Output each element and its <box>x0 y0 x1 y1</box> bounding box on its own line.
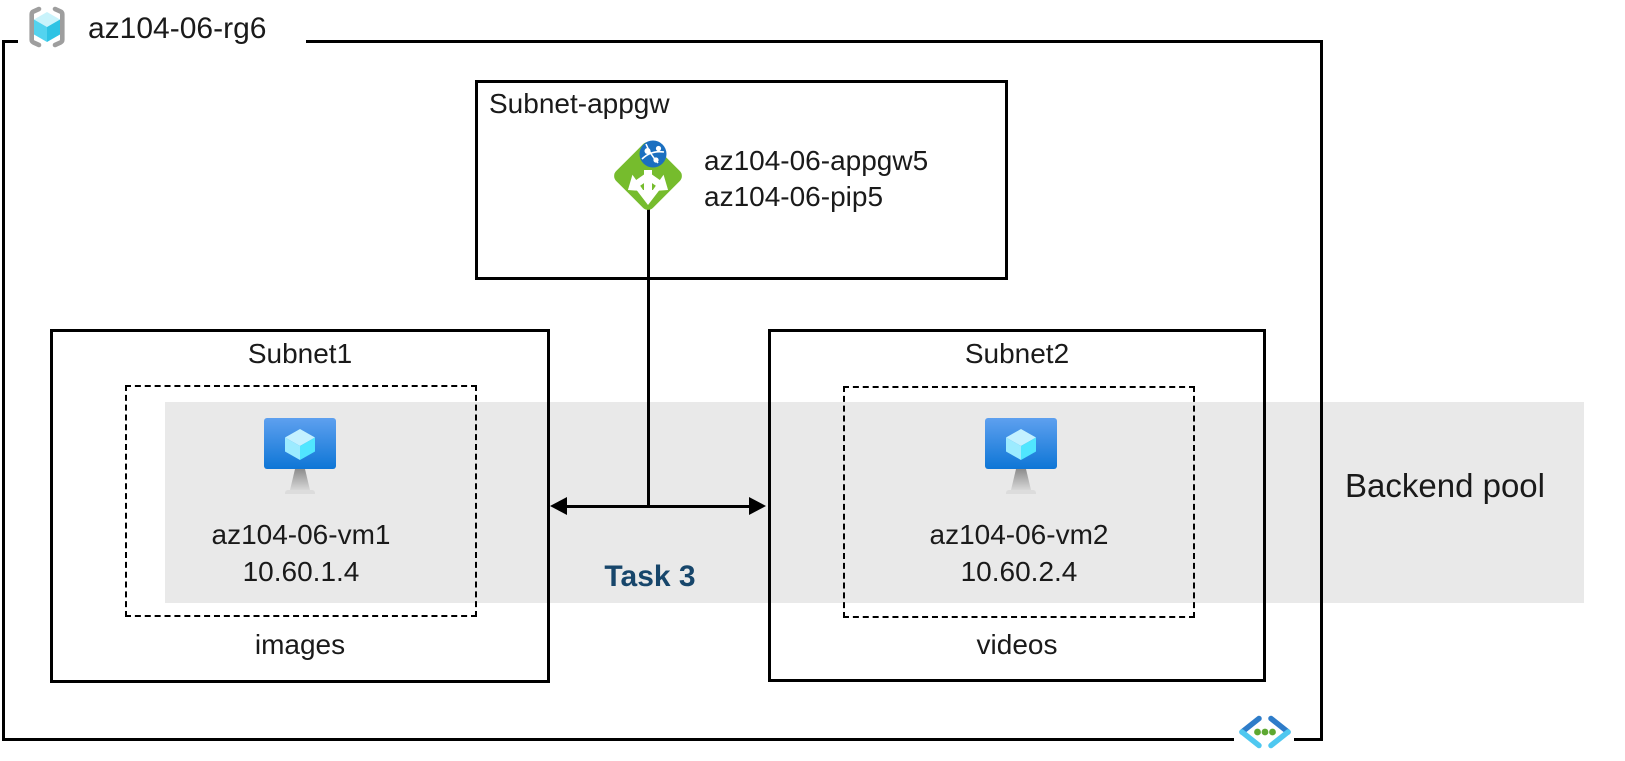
vm1-name: az104-06-vm1 <box>211 519 391 550</box>
gateway-public-ip-name: az104-06-pip5 <box>704 181 884 212</box>
gateway-subnet-label: Subnet-appgw <box>489 88 670 119</box>
task-label: Task 3 <box>604 560 696 593</box>
subnet2-vm-group-box <box>843 386 1195 618</box>
resource-group-boundary <box>2 40 1323 741</box>
subnet2-box <box>768 329 1266 682</box>
subnet1-box <box>50 329 550 683</box>
arrowhead-right-icon <box>749 497 766 515</box>
subnet1-label: Subnet1 <box>247 338 353 369</box>
backend-pool-band <box>165 402 1584 603</box>
subnet1-caption: images <box>254 629 346 660</box>
rg-title-border-gap <box>18 35 306 46</box>
application-gateway-icon <box>614 140 682 210</box>
subnet-connector-line <box>563 505 751 508</box>
resource-group-name: az104-06-rg6 <box>88 12 267 45</box>
vm2-ip: 10.60.2.4 <box>960 556 1078 587</box>
subnet2-label: Subnet2 <box>964 338 1070 369</box>
vm1-ip: 10.60.1.4 <box>242 556 360 587</box>
subnet1-vm-group-box <box>125 385 477 617</box>
arrowhead-left-icon <box>550 497 567 515</box>
virtual-machine-icon <box>264 418 336 494</box>
vm2-name: az104-06-vm2 <box>929 519 1109 550</box>
virtual-machine-icon <box>985 418 1057 494</box>
subnet2-caption: videos <box>976 629 1058 660</box>
backend-pool-label: Backend pool <box>1345 467 1545 504</box>
virtual-network-icon <box>1239 715 1291 749</box>
gateway-connector-line <box>647 204 650 507</box>
resource-group-icon <box>29 6 65 48</box>
gateway-subnet-box <box>475 80 1008 280</box>
gateway-name: az104-06-appgw5 <box>704 145 929 176</box>
